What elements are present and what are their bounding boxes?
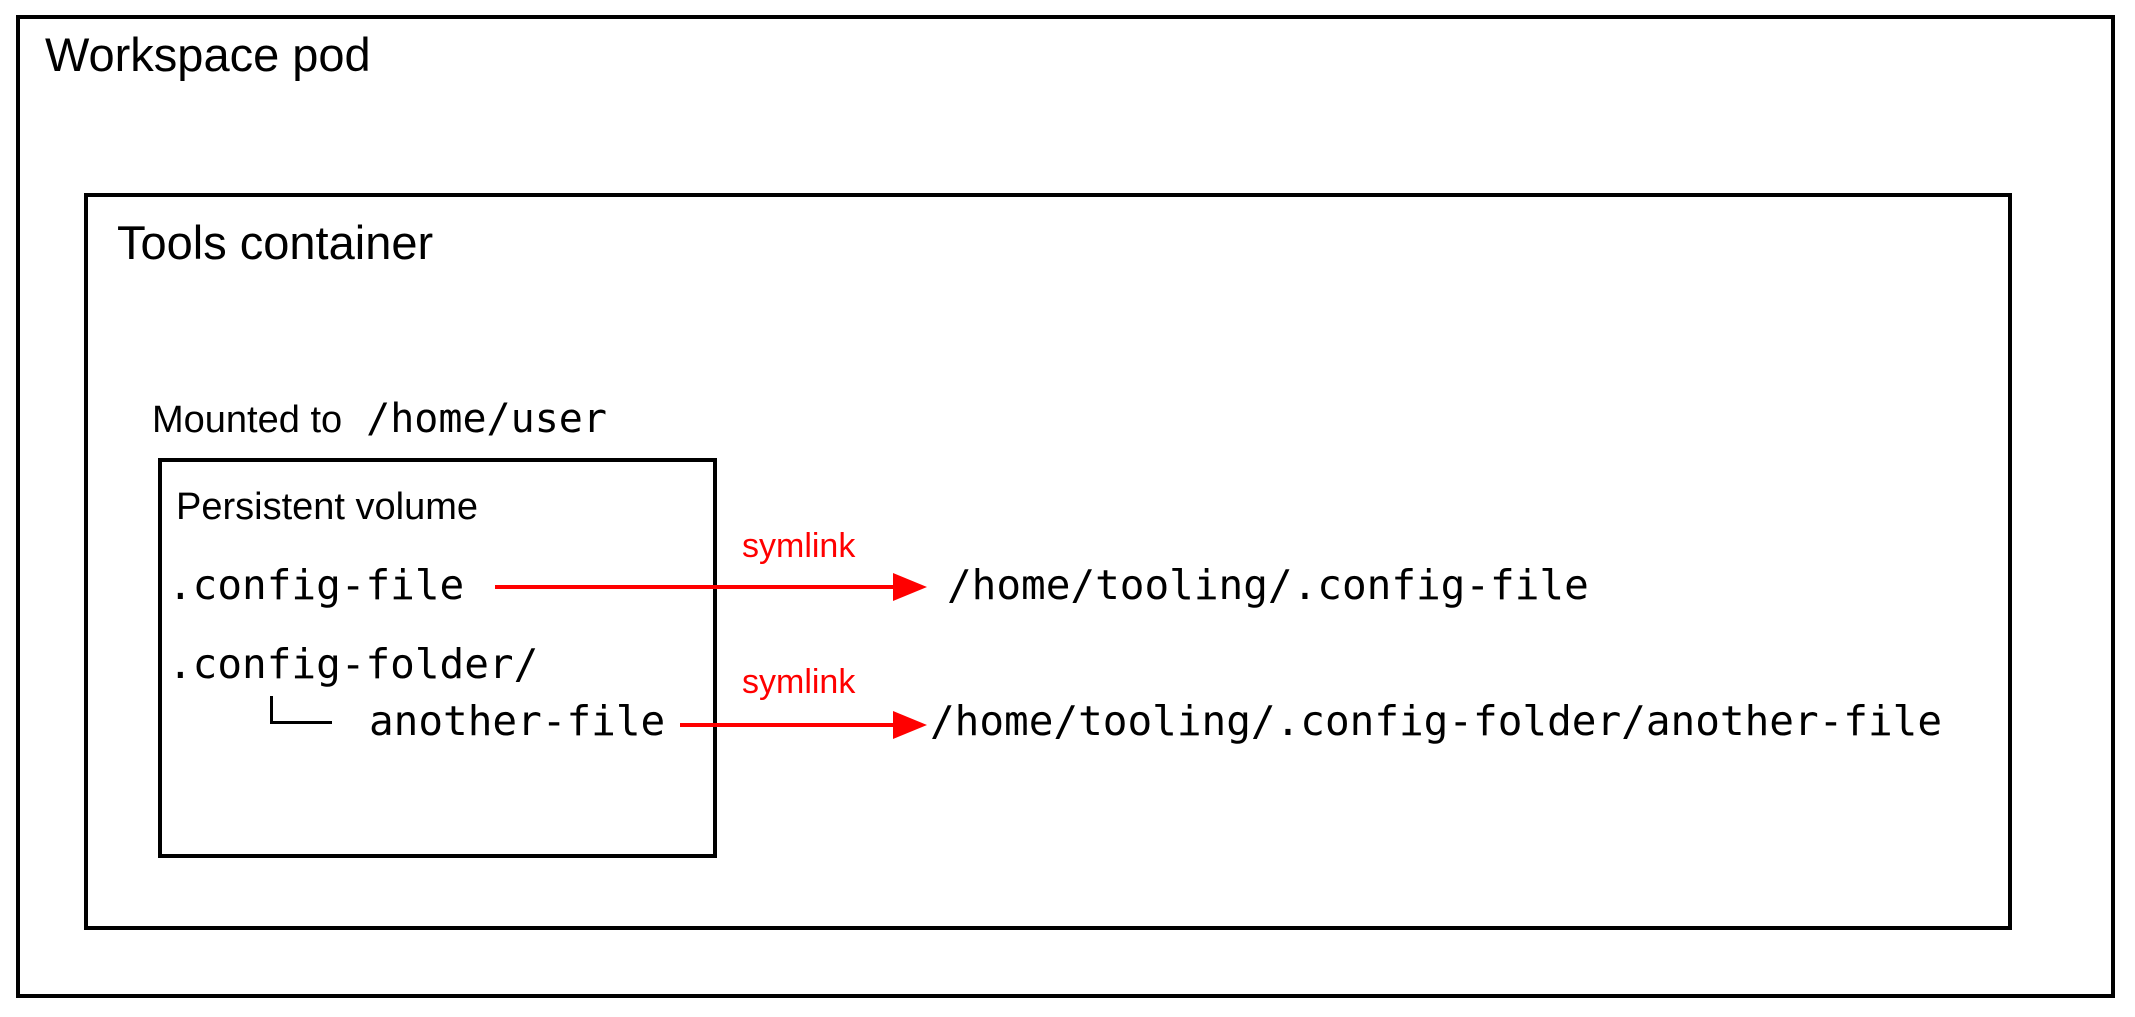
symlink-target-path-1: /home/tooling/.config-file: [947, 561, 1589, 609]
symlink-target-path-2: /home/tooling/.config-folder/another-fil…: [930, 697, 1943, 745]
tools-container-label: Tools container: [117, 216, 434, 269]
folder-entry-config-folder: .config-folder/: [168, 640, 539, 688]
persistent-volume-box: [158, 458, 717, 858]
persistent-volume-label: Persistent volume: [176, 486, 479, 528]
mount-caption: Mounted to/home/user: [152, 399, 607, 439]
file-entry-config-file: .config-file: [168, 561, 465, 609]
file-entry-another-file: another-file: [369, 697, 666, 745]
symlink-arrow-line-2: [680, 723, 893, 727]
tools-container-box: [84, 193, 2012, 930]
mount-path: /home/user: [366, 396, 607, 442]
workspace-pod-box: [16, 15, 2115, 998]
symlink-arrowhead-icon-1: [893, 573, 927, 601]
tree-branch-icon: [270, 696, 332, 724]
workspace-pod-label: Workspace pod: [45, 28, 371, 81]
symlink-label-2: symlink: [742, 663, 856, 701]
symlink-arrowhead-icon-2: [893, 711, 927, 739]
mount-caption-prefix: Mounted to: [152, 399, 343, 441]
symlink-arrow-line-1: [495, 585, 893, 589]
symlink-label-1: symlink: [742, 527, 856, 565]
